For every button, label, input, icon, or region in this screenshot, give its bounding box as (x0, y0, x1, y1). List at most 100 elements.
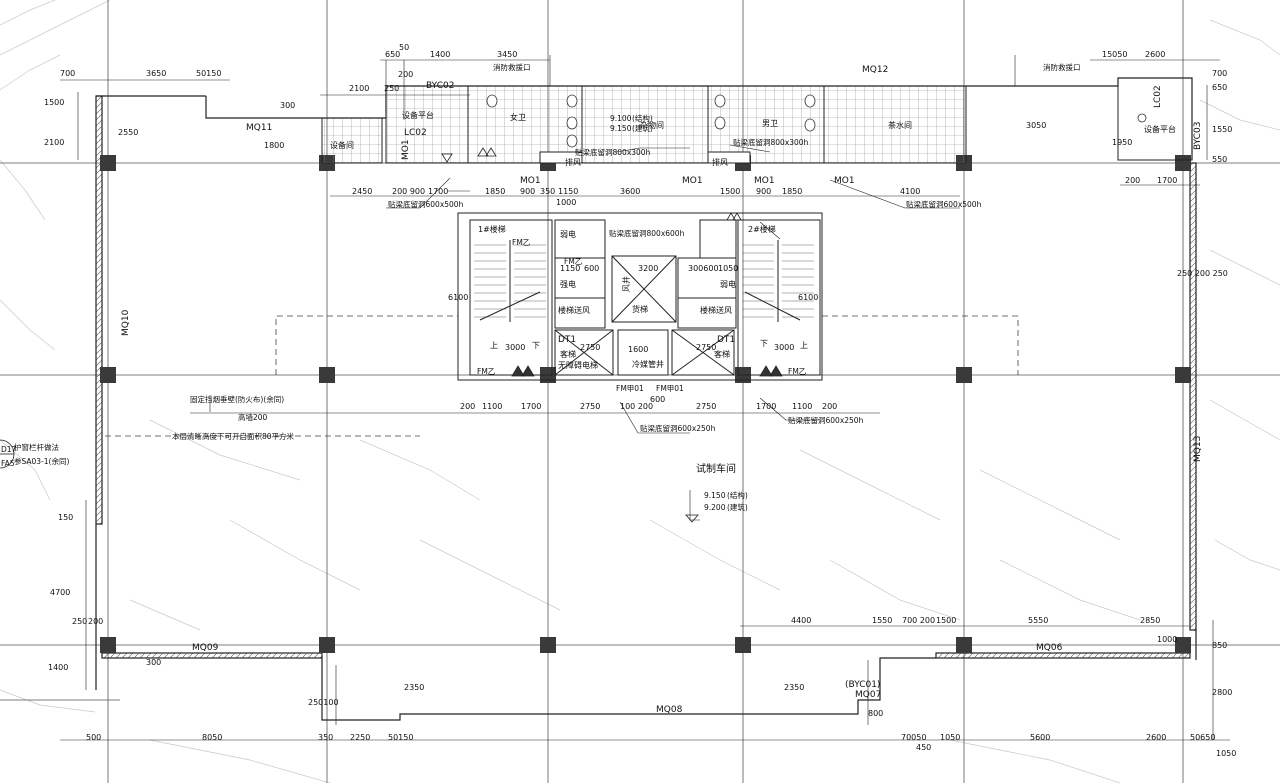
dim-text: 8050 (202, 733, 222, 742)
note-text: (结构) (632, 113, 653, 123)
dim-text: 4400 (791, 616, 811, 625)
curtain-wall-tag: MQ12 (862, 65, 888, 75)
note-text: 高墙200 (238, 412, 268, 422)
annotation-notes: 消防救援口 消防救援口 贴梁底留洞800x300h 贴梁底留洞800x300h … (14, 62, 1081, 512)
fire-door-tag: FM甲01 (616, 384, 644, 393)
room-name: 设备平台 (402, 110, 434, 120)
dim-text: 1700 (756, 402, 776, 411)
dim-text: 1950 (1112, 138, 1132, 147)
dim-text: 1050 (1216, 749, 1236, 758)
room-name: 楼梯送风 (700, 305, 732, 315)
column (100, 637, 116, 653)
room-name: 设备间 (330, 140, 354, 150)
room-name: 客梯 (560, 349, 576, 359)
room-name: 强电 (560, 279, 576, 289)
room-name: 无障碍电梯 (558, 360, 598, 370)
dim-text: 1100 (792, 402, 812, 411)
column (956, 367, 972, 383)
room-name: 下 (532, 341, 540, 350)
dim-text: 200 900 (392, 187, 425, 196)
column (319, 367, 335, 383)
column (735, 637, 751, 653)
room-name: 货梯 (632, 304, 648, 314)
fire-door-tag: FM乙 (512, 238, 531, 247)
dim-text: 800 (868, 709, 883, 718)
dim-text: 1700 (428, 187, 448, 196)
dim-text: 70050 (901, 733, 926, 742)
window-tag: BYC02 (426, 81, 454, 91)
dim-text: 2750 (580, 343, 600, 352)
dim-text: 100 200 (620, 402, 653, 411)
warning-triangle-icon (759, 365, 773, 377)
leader-lines (209, 144, 960, 521)
dim-text: 1700 (1157, 176, 1177, 185)
dim-text: 1550 (1212, 125, 1232, 134)
dim-text: 850 (1212, 641, 1227, 650)
window-tag: BYC03 (1193, 122, 1203, 150)
dim-text: 4700 (50, 588, 70, 597)
dim-text: 2250 (350, 733, 370, 742)
window-tag: LC02 (404, 128, 427, 138)
dim-text: 1700 (521, 402, 541, 411)
room-name: 排风 (712, 157, 728, 167)
room-name: 2#楼梯 (748, 224, 776, 234)
dim-text: 1500 (720, 187, 740, 196)
dim-text: 3050 (1026, 121, 1046, 130)
room-name: 客梯 (714, 349, 730, 359)
note-text: 贴梁底留洞600x250h (640, 423, 716, 433)
dim-text: 6100 (798, 293, 818, 302)
dim-text: 5550 (1028, 616, 1048, 625)
dim-text: 3450 (497, 50, 517, 59)
room-name: 上 (800, 341, 808, 350)
dim-text: 3000 (505, 343, 525, 352)
curtain-wall-tag: MQ08 (656, 705, 683, 715)
column (1175, 637, 1191, 653)
dim-text: 250 (72, 617, 87, 626)
window-tag: (BYC01) (845, 680, 880, 690)
dim-text: 700 (60, 69, 75, 78)
note-text: 消防救援口 (493, 62, 531, 72)
level-markers (441, 147, 783, 523)
room-name: 排风 (565, 157, 581, 167)
dim-text: 200 (88, 617, 103, 626)
note-text: 固定挡烟垂壁(防火布)(余同) (190, 394, 284, 404)
dim-text: 250100 (308, 698, 339, 707)
dim-text: 650 (1212, 83, 1227, 92)
dim-text: 500 (86, 733, 101, 742)
detail-tag: D17 (1, 445, 17, 454)
note-text: (建筑) (632, 123, 653, 133)
curtain-wall-tag: MQ13 (1193, 436, 1203, 462)
room-name: 下 (760, 339, 768, 348)
dim-text: 1100 (482, 402, 502, 411)
dim-text: 4100 (900, 187, 920, 196)
detail-tag: FA5 (1, 459, 15, 468)
elevator-tag: DT1 (558, 335, 576, 345)
dim-text: 1550 (872, 616, 892, 625)
elevator-tag: DT1 (717, 335, 735, 345)
dim-text: 1400 (48, 663, 68, 672)
dim-text: 2750 (696, 343, 716, 352)
room-name: 杂物间 (640, 120, 664, 130)
note-text: 本层清晰高度下可开启面积80平方米 (172, 431, 295, 441)
warning-triangle-icon (732, 212, 742, 221)
column (1175, 155, 1191, 171)
dim-text: 2850 (1140, 616, 1160, 625)
room-names: 设备平台 设备间 女卫 杂物间 男卫 茶水间 设备平台 排风 排风 1#楼梯 2… (330, 110, 1176, 475)
dim-text: 300600 (688, 264, 719, 273)
dim-text: 1400 (430, 50, 450, 59)
dim-text: 3650 (146, 69, 166, 78)
room-name: 茶水间 (888, 120, 912, 130)
dim-text: 1800 (264, 141, 284, 150)
level-marker-icon (685, 514, 699, 523)
central-core (457, 212, 823, 381)
room-name: 女卫 (510, 112, 526, 122)
dim-text: 2350 (404, 683, 424, 692)
dim-text: 900 (756, 187, 771, 196)
dim-text: 200 (460, 402, 475, 411)
dim-text: 1850 (782, 187, 802, 196)
note-text: 9.150 (610, 124, 632, 133)
dim-text: 250 200 250 (1177, 269, 1228, 278)
dim-text: 350 (318, 733, 333, 742)
